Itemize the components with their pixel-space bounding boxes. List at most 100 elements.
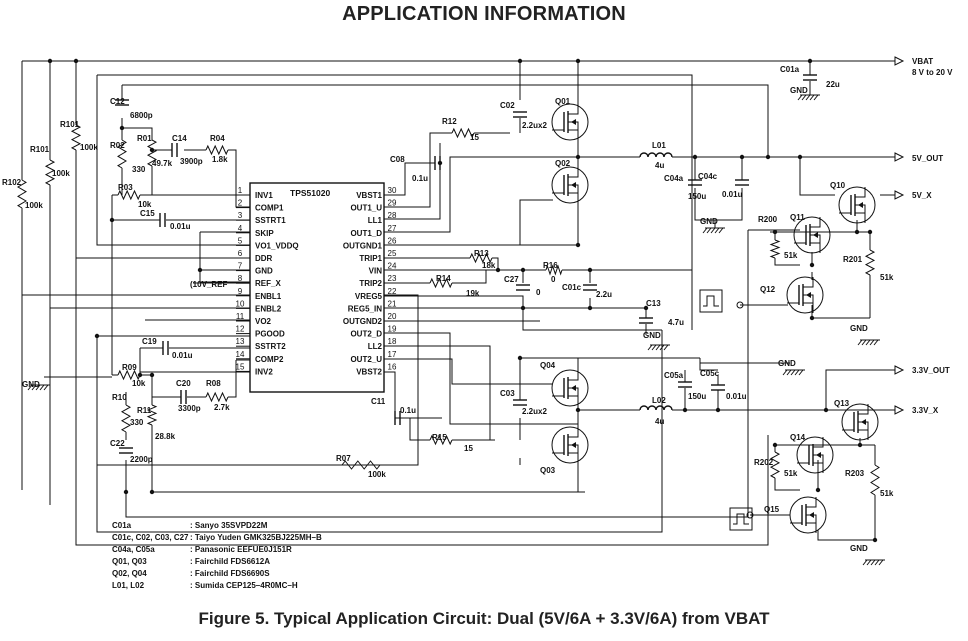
resistor-r04 — [205, 144, 229, 156]
label-c02: C02 — [500, 101, 515, 110]
label-q11: Q11 — [790, 213, 805, 222]
junction-dot — [857, 442, 863, 448]
bom-ref: Q01, Q03 — [112, 557, 147, 566]
bom-part: : Sumida CEP125–4R0MC–H — [190, 581, 298, 590]
value-r08: 2.7k — [214, 403, 230, 412]
ic-pin-number: 5 — [238, 236, 243, 245]
ic-pin-name: VIN — [369, 267, 383, 276]
label-r03: R03 — [118, 183, 133, 192]
label-q03: Q03 — [540, 466, 556, 475]
terminal-3v3-enable — [746, 511, 754, 519]
junction-dot — [123, 489, 129, 495]
label-r200: R200 — [758, 215, 778, 224]
ground-c04 — [702, 227, 725, 234]
value-c03: 2.2ux2 — [522, 407, 547, 416]
junction-dot — [73, 58, 79, 64]
net-5v-x: 5V_X — [912, 191, 932, 200]
ic-pin-number: 2 — [238, 199, 243, 208]
ic-pin-name: OUTGND1 — [343, 241, 383, 250]
label-c20: C20 — [176, 379, 191, 388]
value-c12: 6800p — [130, 111, 153, 120]
resistor-r15 — [429, 434, 453, 446]
ic-pin-number: 17 — [388, 350, 397, 359]
ic-pin-name: OUT1_U — [350, 204, 382, 213]
ic-pin-name: VO1_VDDQ — [255, 241, 299, 250]
ic-pin-name: OUTGND2 — [343, 317, 383, 326]
junction-dot — [119, 125, 125, 131]
value-c01a: 22u — [826, 80, 840, 89]
ic-pin-number: 26 — [388, 236, 397, 245]
pulse-source-3v3 — [729, 507, 753, 531]
ic-pin-name: ENBL1 — [255, 292, 282, 301]
label-r08: R08 — [206, 379, 221, 388]
mosfet-q15 — [789, 496, 827, 534]
label-r101a: R101 — [60, 120, 80, 129]
bom-ref: Q02, Q04 — [112, 569, 147, 578]
value-c13: 4.7u — [668, 318, 684, 327]
bom-part: : Panasonic EEFUE0J151R — [190, 545, 292, 554]
ic-tps51020: TPS51020 1INV12COMP13SSTRT14SKIP5VO1_VDD… — [236, 182, 397, 393]
value-r09: 10k — [132, 379, 146, 388]
ic-pin-number: 7 — [238, 262, 243, 271]
resistor-r101b — [44, 159, 56, 186]
capacitor-c27 — [516, 284, 530, 291]
label-r11: R11 — [137, 406, 152, 415]
junction-dot — [772, 229, 778, 235]
resistor-r02 — [117, 139, 127, 169]
components — [17, 56, 905, 566]
label-c03: C03 — [500, 389, 515, 398]
junction-dot — [47, 58, 53, 64]
ic-pin-name: OUT2_U — [350, 355, 382, 364]
label-r10: R10 — [112, 393, 127, 402]
label-l01: L01 — [652, 141, 666, 150]
capacitor-c11 — [394, 411, 401, 425]
junction-dot — [437, 160, 443, 166]
label-c27: C27 — [504, 275, 519, 284]
mosfet-q11 — [793, 216, 831, 254]
ic-pin-number: 22 — [388, 287, 397, 296]
arrow-33v-x — [894, 405, 905, 415]
ic-left-pins: 1INV12COMP13SSTRT14SKIP5VO1_VDDQ6DDR7GND… — [236, 186, 299, 376]
junction-dot — [137, 372, 143, 378]
ic-pin-number: 28 — [388, 211, 397, 220]
bom-part: : Fairchild FDS6690S — [190, 569, 270, 578]
ic-pin-number: 20 — [388, 312, 397, 321]
junction-dot — [149, 372, 155, 378]
ic-pin-number: 21 — [388, 299, 397, 308]
junction-dot — [797, 154, 803, 160]
ic-pin-name: INV1 — [255, 191, 273, 200]
bom-part: : Fairchild FDS6612A — [190, 557, 270, 566]
capacitor-c01a — [803, 74, 817, 81]
junction-dot — [575, 242, 581, 248]
value-r13: 18k — [482, 261, 496, 270]
resistor-r08 — [205, 391, 229, 403]
resistor-r101a — [70, 124, 82, 151]
junction-dot — [575, 154, 581, 160]
label-r202: R202 — [754, 458, 774, 467]
figure-caption: Figure 5. Typical Application Circuit: D… — [198, 609, 770, 628]
junction-dot — [587, 267, 593, 273]
capacitor-c15 — [159, 213, 166, 227]
junction-dot — [715, 407, 721, 413]
ic-pin-name: TRIP2 — [359, 279, 382, 288]
inductor-l02 — [639, 405, 673, 411]
net-vbat-range: 8 V to 20 V — [912, 68, 953, 77]
junction-dot — [520, 305, 526, 311]
ic-pin-number: 30 — [388, 186, 397, 195]
ground-c01a — [797, 94, 820, 101]
label-c15: C15 — [140, 209, 155, 218]
ic-pin-name: VREG5 — [355, 292, 383, 301]
label-q04: Q04 — [540, 361, 556, 370]
label-c05a: C05a — [664, 371, 684, 380]
inductor-l01 — [639, 152, 673, 158]
value-c20: 3300p — [178, 404, 201, 413]
capacitor-c03 — [513, 399, 527, 406]
arrow-33v-out — [894, 365, 905, 375]
ic-pin-number: 23 — [388, 274, 397, 283]
junction-dot — [807, 58, 813, 64]
junction-dot — [692, 154, 698, 160]
resistor-r10 — [120, 404, 132, 433]
ic-pin-name: LL1 — [368, 216, 383, 225]
